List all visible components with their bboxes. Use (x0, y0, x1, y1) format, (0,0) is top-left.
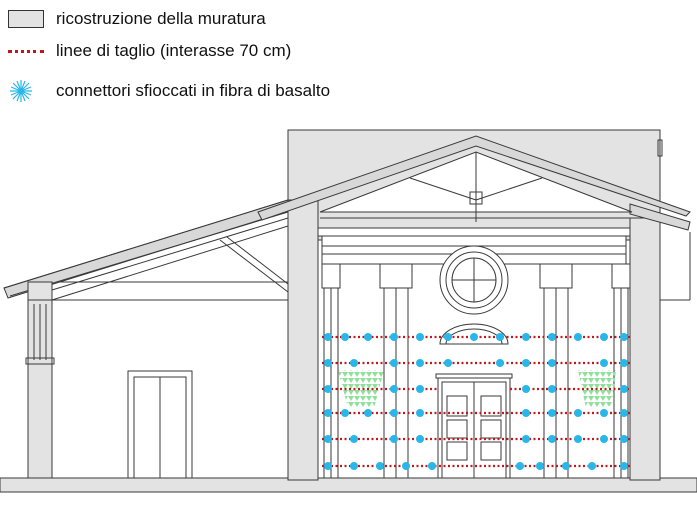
rose-window (439, 245, 509, 315)
legend-label: linee di taglio (interasse 70 cm) (56, 41, 292, 60)
column-1 (321, 263, 341, 479)
right-roof-stub (629, 139, 691, 301)
basalt-connectors (324, 333, 628, 470)
connector-burst-icon (8, 76, 44, 106)
main-door (435, 373, 513, 479)
legend-item-cut-lines: linee di taglio (interasse 70 cm) (8, 36, 291, 66)
masonry-swatch-icon (8, 10, 44, 28)
legend-item-masonry-reconstruction: ricostruzione della muratura (8, 4, 266, 34)
column-3 (539, 263, 573, 479)
aisle-door (127, 370, 193, 479)
left-nave-masonry-pier (287, 199, 319, 481)
left-aisle-wall (25, 281, 289, 479)
column-2 (379, 263, 413, 479)
legend-label: connettori sfioccati in fibra di basalto (56, 81, 331, 100)
legend-label: ricostruzione della muratura (56, 9, 266, 28)
ground-line (0, 477, 697, 493)
dotted-line-icon (8, 49, 44, 53)
right-masonry-pier (629, 217, 661, 481)
left-aisle-roof (3, 199, 293, 301)
legend-item-basalt-connectors: connettori sfioccati in fibra di basalto (8, 76, 330, 106)
pediment (257, 135, 691, 222)
